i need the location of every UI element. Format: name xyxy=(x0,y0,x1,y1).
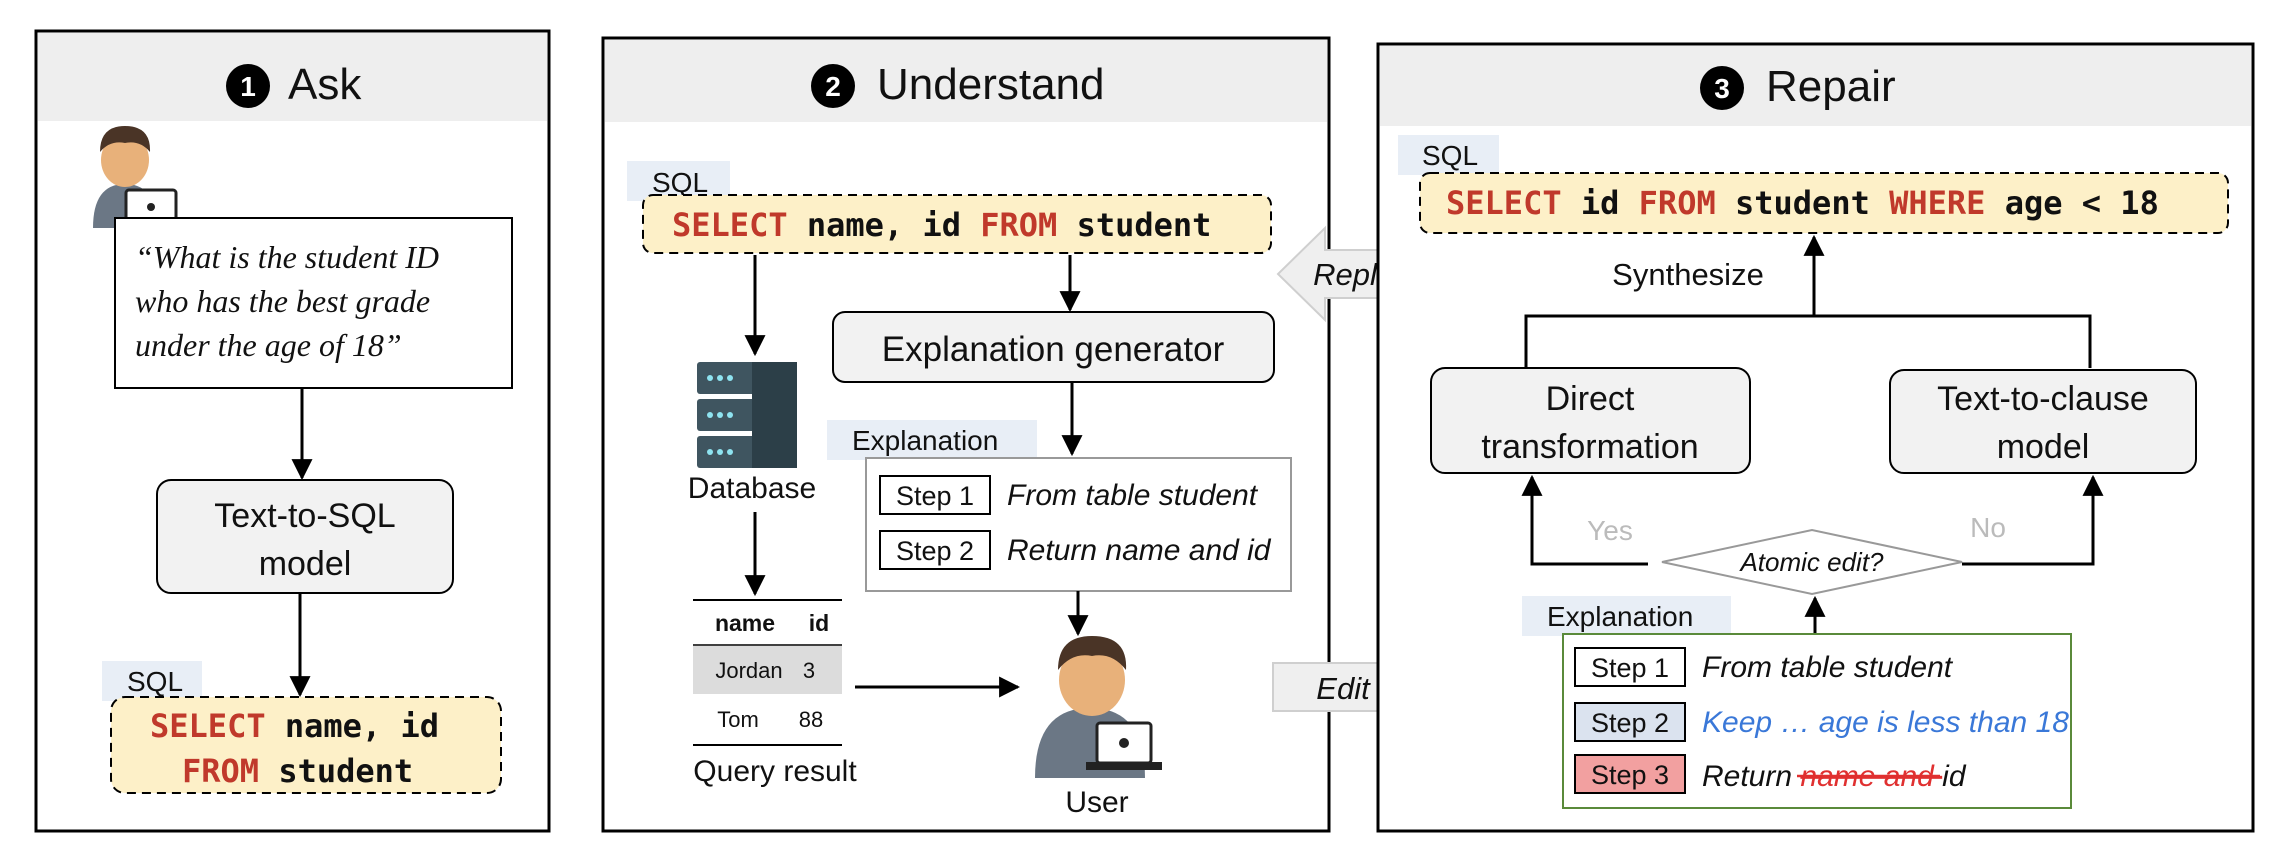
table-row-1-name: Jordan xyxy=(715,658,782,683)
step-number-1-badge xyxy=(226,64,270,108)
sql-repair: SELECT id FROM student WHERE age < 18 xyxy=(1446,184,2159,222)
panel-title-understand: Understand xyxy=(877,60,1104,109)
step-number-2: 2 xyxy=(825,71,841,102)
step-number-3: 3 xyxy=(1714,73,1730,104)
explanation-tag-bg-understand xyxy=(827,420,1037,460)
explanation-generator-label: Explanation generator xyxy=(882,330,1225,369)
no-label: No xyxy=(1970,512,2006,543)
step-1-text-understand: From table student xyxy=(1007,479,1259,512)
table-row-1-id: 3 xyxy=(803,658,815,683)
sql-tag-bg-ask xyxy=(102,661,202,701)
sql-box-repair xyxy=(1419,172,2229,234)
step-2-label-repair: Step 2 xyxy=(1591,708,1669,738)
database-label: Database xyxy=(688,472,816,505)
step-1-text-repair: From table student xyxy=(1702,651,1954,684)
question-line-1: “What is the student ID xyxy=(135,239,439,275)
sql-box-ask xyxy=(110,696,502,794)
text-to-sql-model-line-1: Text-to-SQL xyxy=(214,497,395,535)
panel-title-ask: Ask xyxy=(288,60,362,109)
query-result-label: Query result xyxy=(693,755,857,788)
step-1-label-understand: Step 1 xyxy=(896,481,974,511)
step-number-2-badge xyxy=(811,64,855,108)
atomic-edit-label: Atomic edit? xyxy=(1738,547,1884,577)
text-to-clause-model-line-2: model xyxy=(1997,428,2090,466)
arrow-yes-to-direct xyxy=(1521,474,1648,566)
table-header-name: name xyxy=(715,610,775,636)
step-2-badge-repair xyxy=(1574,702,1686,742)
step-2-text-repair: Keep … age is less than 18 xyxy=(1702,706,2069,739)
direct-transformation-node xyxy=(1430,367,1751,474)
direct-transformation-line-1: Direct xyxy=(1546,380,1635,418)
question-line-3: under the age of 18” xyxy=(135,327,402,363)
explanation-generator-node xyxy=(832,311,1275,383)
panel-title-repair: Repair xyxy=(1766,62,1896,111)
synthesize-bracket xyxy=(1524,314,2092,368)
step-1-label-repair: Step 1 xyxy=(1591,653,1669,683)
step-2-label-understand: Step 2 xyxy=(896,536,974,566)
sql-ask-line-2: FROM student xyxy=(182,752,413,790)
step-3-badge-repair xyxy=(1574,754,1686,794)
user-label: User xyxy=(1065,786,1128,819)
step-1-badge-repair xyxy=(1574,647,1686,687)
explanation-tag-repair: Explanation xyxy=(1547,601,1693,632)
question-box xyxy=(114,217,513,389)
text-to-clause-model-node xyxy=(1889,369,2197,474)
table-row-2-name: Tom xyxy=(717,707,759,732)
query-result-table: name id Jordan 3 Tom 88 xyxy=(693,599,842,746)
arrow-no-to-text-to-clause xyxy=(1962,474,2104,566)
explanation-tag-understand: Explanation xyxy=(852,425,998,456)
table-row-2-id: 88 xyxy=(799,707,823,732)
edit-label: Edit xyxy=(1316,671,1371,706)
text-to-clause-model-line-1: Text-to-clause xyxy=(1937,380,2149,418)
sql-box-understand xyxy=(642,194,1272,254)
text-to-sql-model-line-2: model xyxy=(259,545,352,583)
sql-tag-repair: SQL xyxy=(1422,140,1478,171)
sql-tag-bg-understand xyxy=(627,161,730,201)
user-icon-large xyxy=(1035,636,1162,778)
step-2-badge-understand xyxy=(879,530,991,570)
sql-understand: SELECT name, id FROM student xyxy=(672,206,1211,244)
text-to-sql-model-node xyxy=(156,479,454,594)
yes-label: Yes xyxy=(1587,515,1633,546)
step-number-1: 1 xyxy=(240,71,256,102)
atomic-edit-decision xyxy=(1661,528,1963,596)
explanation-tag-bg-repair xyxy=(1522,596,1731,636)
direct-transformation-line-2: transformation xyxy=(1481,428,1698,466)
question-line-2: who has the best grade xyxy=(135,283,430,319)
synthesize-label: Synthesize xyxy=(1612,257,1764,292)
step-3-label-repair: Step 3 xyxy=(1591,760,1669,790)
table-header-id: id xyxy=(809,610,829,636)
step-2-text-understand: Return name and id xyxy=(1007,534,1272,567)
database-icon xyxy=(697,362,797,468)
sql-ask-line-1: SELECT name, id xyxy=(150,707,439,745)
sql-tag-understand: SQL xyxy=(652,167,708,198)
step-1-badge-understand xyxy=(879,475,991,515)
sql-tag-ask: SQL xyxy=(127,666,183,697)
sql-tag-bg-repair xyxy=(1398,135,1499,175)
step-number-3-badge xyxy=(1700,66,1744,110)
